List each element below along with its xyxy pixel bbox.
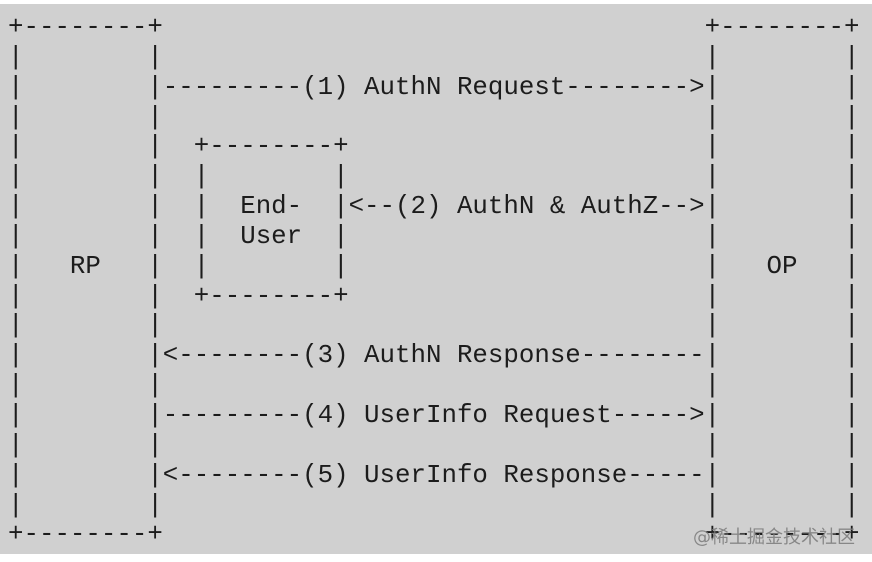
diagram-row: | | | | xyxy=(8,430,860,460)
diagram-row: | | | | xyxy=(8,102,860,132)
diagram-row: | | | End- |<--(2) AuthN & AuthZ-->| | xyxy=(8,192,860,222)
diagram-row: | |<--------(3) AuthN Response--------| … xyxy=(8,341,860,371)
diagram-row: | | +--------+ | | xyxy=(8,132,860,162)
diagram-panel: +--------+ +--------+ | | | | | |-------… xyxy=(0,4,872,554)
diagram-row: | | | | xyxy=(8,371,860,401)
diagram-row: | | | | xyxy=(8,311,860,341)
ascii-flow-diagram: +--------+ +--------+ | | | | | |-------… xyxy=(8,13,859,550)
diagram-row: +--------+ +--------+ xyxy=(8,13,860,42)
watermark: @稀土掘金技术社区 xyxy=(693,527,855,548)
diagram-row: | RP | | | | OP | xyxy=(8,251,860,281)
diagram-row: | |<--------(5) UserInfo Response-----| … xyxy=(8,460,860,490)
diagram-row: | | | | | | xyxy=(8,162,860,192)
diagram-row: | | | | xyxy=(8,490,860,520)
diagram-row: | | +--------+ | | xyxy=(8,281,860,311)
diagram-row: | |---------(4) UserInfo Request----->| … xyxy=(8,400,860,430)
diagram-row: | | | | xyxy=(8,42,860,72)
diagram-row: | | | User | | | xyxy=(8,221,860,251)
diagram-row: | |---------(1) AuthN Request-------->| … xyxy=(8,72,860,102)
diagram-row: +--------+ +--------+ xyxy=(8,520,860,550)
